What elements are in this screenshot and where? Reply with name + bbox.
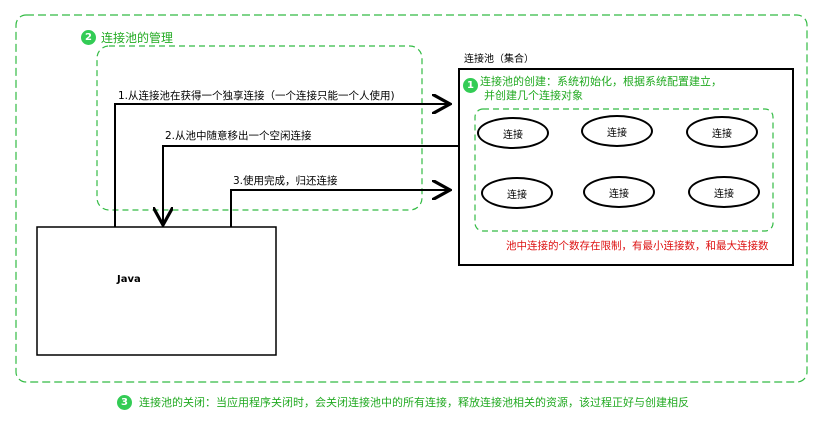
pool-limit-note: 池中连接的个数存在限制，有最小连接数，和最大连接数 [506,240,769,252]
step2-label: 2.从池中随意移出一个空闲连接 [165,130,312,142]
close-badge: 3 [117,395,132,410]
step3-label: 3.使用完成，归还连接 [233,175,338,187]
management-frame [96,45,423,211]
connection-set-frame [474,108,774,232]
arrow-step1 [114,104,448,227]
pool-box [458,68,794,266]
pool-label: 连接池（集合） [464,54,534,65]
java-label: Java [117,274,141,285]
arrow-step3 [230,190,448,227]
close-note: 连接池的关闭：当应用程序关闭时，会关闭连接池中的所有连接，释放连接池相关的资源，… [139,396,689,409]
connection-ellipse: 连接 [481,177,553,209]
pool-create-line1: 连接池的创建：系统初始化，根据系统配置建立， [480,75,722,88]
connection-ellipse: 连接 [686,116,758,148]
connection-ellipse: 连接 [583,176,655,208]
java-box [36,226,277,356]
connection-ellipse: 连接 [688,176,760,208]
connection-ellipse: 连接 [477,117,549,149]
management-title: 连接池的管理 [101,31,174,45]
outer-frame [15,14,808,383]
pool-create-line2: 并创建几个连接对象 [484,89,583,102]
management-badge: 2 [81,30,96,45]
pool-create-badge: 1 [463,78,478,93]
step1-label: 1.从连接池在获得一个独享连接（一个连接只能一个人使用) [118,90,395,102]
connection-ellipse: 连接 [581,115,653,147]
arrow-step2 [163,145,459,223]
